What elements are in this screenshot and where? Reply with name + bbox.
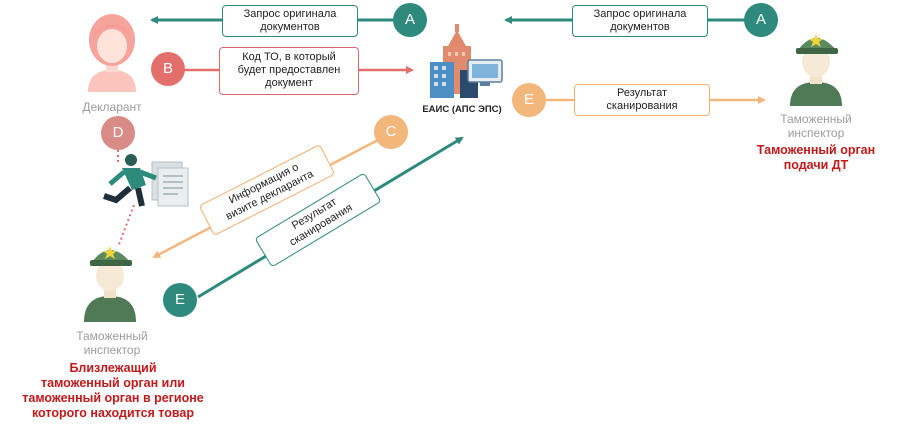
woman-avatar-icon	[88, 14, 136, 92]
customs-officer-icon-left	[84, 246, 136, 322]
badge-b: B	[151, 52, 185, 86]
running-man-documents-icon	[103, 154, 189, 207]
inspector-right-caption: Таможенный инспектор	[780, 112, 852, 140]
badge-e-bottom: E	[163, 283, 197, 317]
office-building-icon	[430, 24, 503, 98]
label-scan-result-right: Результат сканирования	[574, 84, 710, 116]
customs-officer-icon-right	[790, 34, 842, 106]
badge-d: D	[101, 116, 135, 150]
customs-org-right-caption: Таможенный орган подачи ДТ	[756, 143, 876, 172]
label-request-right: Запрос оригинала документов	[572, 5, 708, 37]
label-request-left: Запрос оригинала документов	[222, 5, 358, 37]
badge-a-left: A	[393, 3, 427, 37]
badge-a-right: A	[744, 3, 778, 37]
inspector-left-caption: Таможенный инспектор	[76, 329, 148, 357]
dotted-line-d-lower	[117, 204, 135, 248]
eais-caption: ЕАИС (АПС ЭПС)	[422, 104, 502, 115]
badge-e-right: E	[512, 83, 546, 117]
customs-org-left-caption: Близлежащий таможенный орган или таможен…	[22, 361, 204, 420]
declarant-caption: Декларант	[82, 100, 142, 114]
label-code-to: Код ТО, в который будет предоставлен док…	[219, 47, 359, 95]
badge-c: C	[374, 115, 408, 149]
